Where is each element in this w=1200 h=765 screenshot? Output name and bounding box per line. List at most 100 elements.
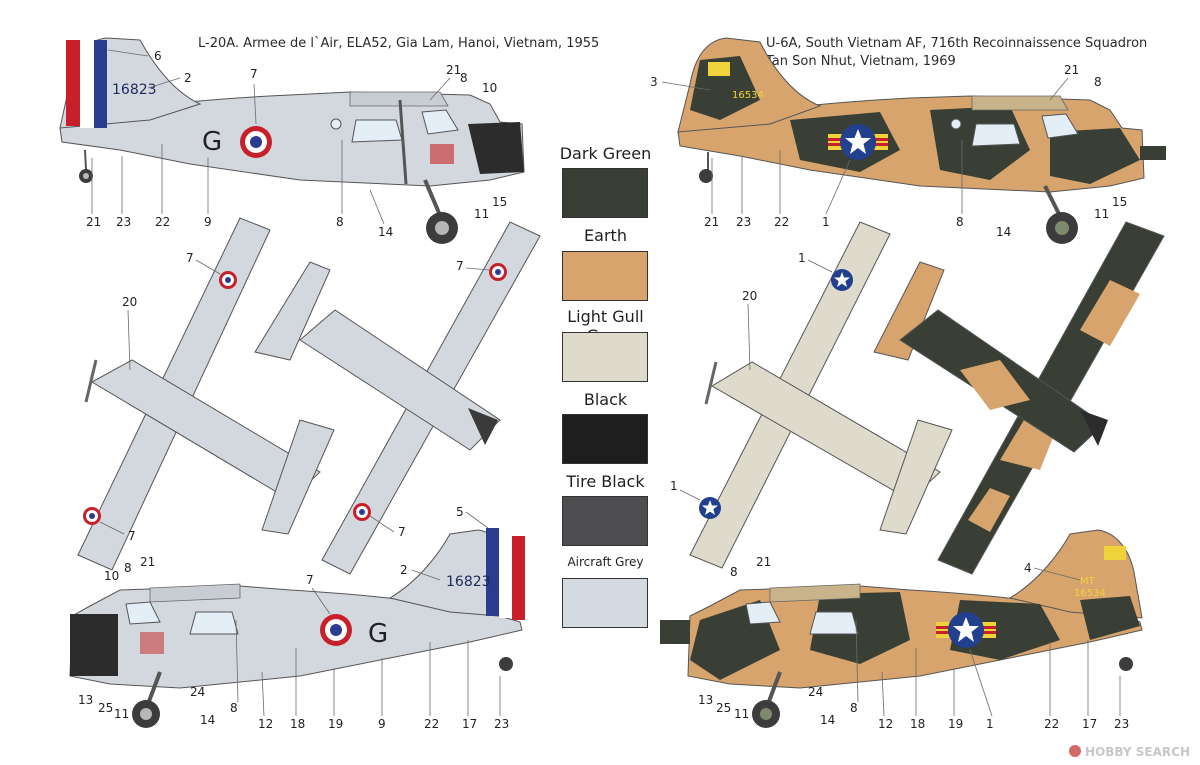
- right-side-view-top: 16534: [677, 37, 1166, 244]
- left-scheme-title: L-20A. Armee de l`Air, ELA52, Gia Lam, H…: [198, 36, 600, 51]
- callout-label: 15: [1112, 195, 1127, 209]
- hobby-search-watermark: HOBBY SEARCH: [1069, 745, 1190, 759]
- callout-label: 21: [704, 215, 719, 229]
- callout-label: 14: [200, 713, 215, 727]
- left-bottom-callouts: 5 2 7 8 21 10 13 25 11 14 24 8 12 18 19 …: [78, 505, 509, 731]
- callout-label: 9: [204, 215, 212, 229]
- callout-label: 11: [114, 707, 129, 721]
- callout-label: 19: [328, 717, 343, 731]
- callout-label: 2: [184, 71, 192, 85]
- callout-label: 11: [1094, 207, 1109, 221]
- palette-label-earth: Earth: [584, 226, 627, 245]
- callout-label: 7: [186, 251, 194, 265]
- callout-label: 1: [670, 479, 678, 493]
- callout-label: 20: [742, 289, 757, 303]
- callout-label: 14: [996, 225, 1011, 239]
- right-top-callouts: 3 21 8 15 11 14 21 23 22 1 8: [650, 63, 1127, 239]
- palette-swatch-black: [562, 414, 648, 464]
- callout-label: 22: [774, 215, 789, 229]
- callout-label: 21: [86, 215, 101, 229]
- callout-label: 2: [400, 563, 408, 577]
- callout-label: 11: [474, 207, 489, 221]
- callout-label: 20: [122, 295, 137, 309]
- callout-label: 8: [1094, 75, 1102, 89]
- callout-label: 11: [734, 707, 749, 721]
- callout-label: 17: [1082, 717, 1097, 731]
- callout-label: 23: [116, 215, 131, 229]
- code-letter-left-bottom: G: [368, 619, 388, 649]
- left-plan-callouts: 7 7 20 7 7: [99, 251, 491, 543]
- left-top-plan-view: [77, 217, 335, 571]
- left-side-view-top: G 16823: [59, 37, 525, 244]
- right-top-plan-view: [689, 221, 953, 569]
- callout-label: 4: [1024, 561, 1032, 575]
- palette-swatch-dark-green: [562, 168, 648, 218]
- callout-label: 7: [398, 525, 406, 539]
- callout-label: 24: [190, 685, 205, 699]
- callout-label: 22: [155, 215, 170, 229]
- callout-label: 9: [378, 717, 386, 731]
- code-letter-left-top: G: [202, 127, 222, 157]
- callout-label: 21: [140, 555, 155, 569]
- palette-label-dark-green: Dark Green: [559, 144, 652, 163]
- callout-label: 8: [460, 71, 468, 85]
- callout-label: 7: [128, 529, 136, 543]
- palette-swatch-earth: [562, 251, 648, 301]
- callout-label: 8: [230, 701, 238, 715]
- right-bottom-callouts: 4 21 8 13 25 11 14 24 8 12 18 19 1 22 17…: [698, 555, 1129, 731]
- callout-label: 5: [456, 505, 464, 519]
- palette-swatch-light-gull-grey: [562, 332, 648, 382]
- right-bottom-plan-view: [873, 221, 1165, 575]
- callout-label: 10: [482, 81, 497, 95]
- callout-label: 8: [730, 565, 738, 579]
- right-plan-callouts: 1 20 1: [670, 251, 833, 501]
- callout-label: 7: [456, 259, 464, 273]
- callout-label: 18: [910, 717, 925, 731]
- left-bottom-plan-view: [254, 221, 541, 575]
- left-side-view-bottom: G 16823: [69, 528, 525, 728]
- left-top-callouts: 6 2 7 21 8 10 15 11 14 21 23 22 9 8: [86, 49, 507, 239]
- palette-label-aircraft-grey: Aircraft Grey: [567, 555, 644, 569]
- serial-right-top: 16534: [732, 90, 764, 101]
- watermark-text: HOBBY SEARCH: [1085, 745, 1190, 759]
- callout-label: 1: [798, 251, 806, 265]
- callout-label: 7: [250, 67, 258, 81]
- right-scheme-title-line2: Tan Son Nhut, Vietnam, 1969: [766, 54, 956, 69]
- callout-label: 6: [154, 49, 162, 63]
- callout-label: 7: [306, 573, 314, 587]
- callout-label: 8: [124, 561, 132, 575]
- callout-label: 24: [808, 685, 823, 699]
- callout-label: 13: [698, 693, 713, 707]
- callout-label: 1: [986, 717, 994, 731]
- callout-label: 8: [956, 215, 964, 229]
- palette-swatch-tire-black: [562, 496, 648, 546]
- callout-label: 12: [878, 717, 893, 731]
- callout-label: 23: [1114, 717, 1129, 731]
- callout-label: 15: [492, 195, 507, 209]
- callout-label: 3: [650, 75, 658, 89]
- callout-label: 13: [78, 693, 93, 707]
- callout-label: 19: [948, 717, 963, 731]
- serial-right-bottom: 16534: [1074, 588, 1106, 599]
- palette-label-tire-black: Tire Black: [566, 472, 645, 491]
- palette-swatch-aircraft-grey: [562, 578, 648, 628]
- callout-label: 1: [822, 215, 830, 229]
- callout-label: 12: [258, 717, 273, 731]
- callout-label: 23: [494, 717, 509, 731]
- callout-label: 21: [446, 63, 461, 77]
- serial-left-bottom: 16823: [446, 574, 491, 590]
- callout-label: 8: [336, 215, 344, 229]
- callout-label: 23: [736, 215, 751, 229]
- callout-label: 22: [1044, 717, 1059, 731]
- palette-label-black: Black: [583, 390, 628, 409]
- callout-label: 10: [104, 569, 119, 583]
- tail-code-right-bottom: MT: [1080, 576, 1096, 587]
- callout-label: 14: [378, 225, 393, 239]
- hobby-search-logo-icon: [1069, 745, 1082, 757]
- right-side-view-bottom: MT 16534: [660, 529, 1143, 728]
- callout-label: 17: [462, 717, 477, 731]
- callout-label: 25: [98, 701, 113, 715]
- callout-label: 22: [424, 717, 439, 731]
